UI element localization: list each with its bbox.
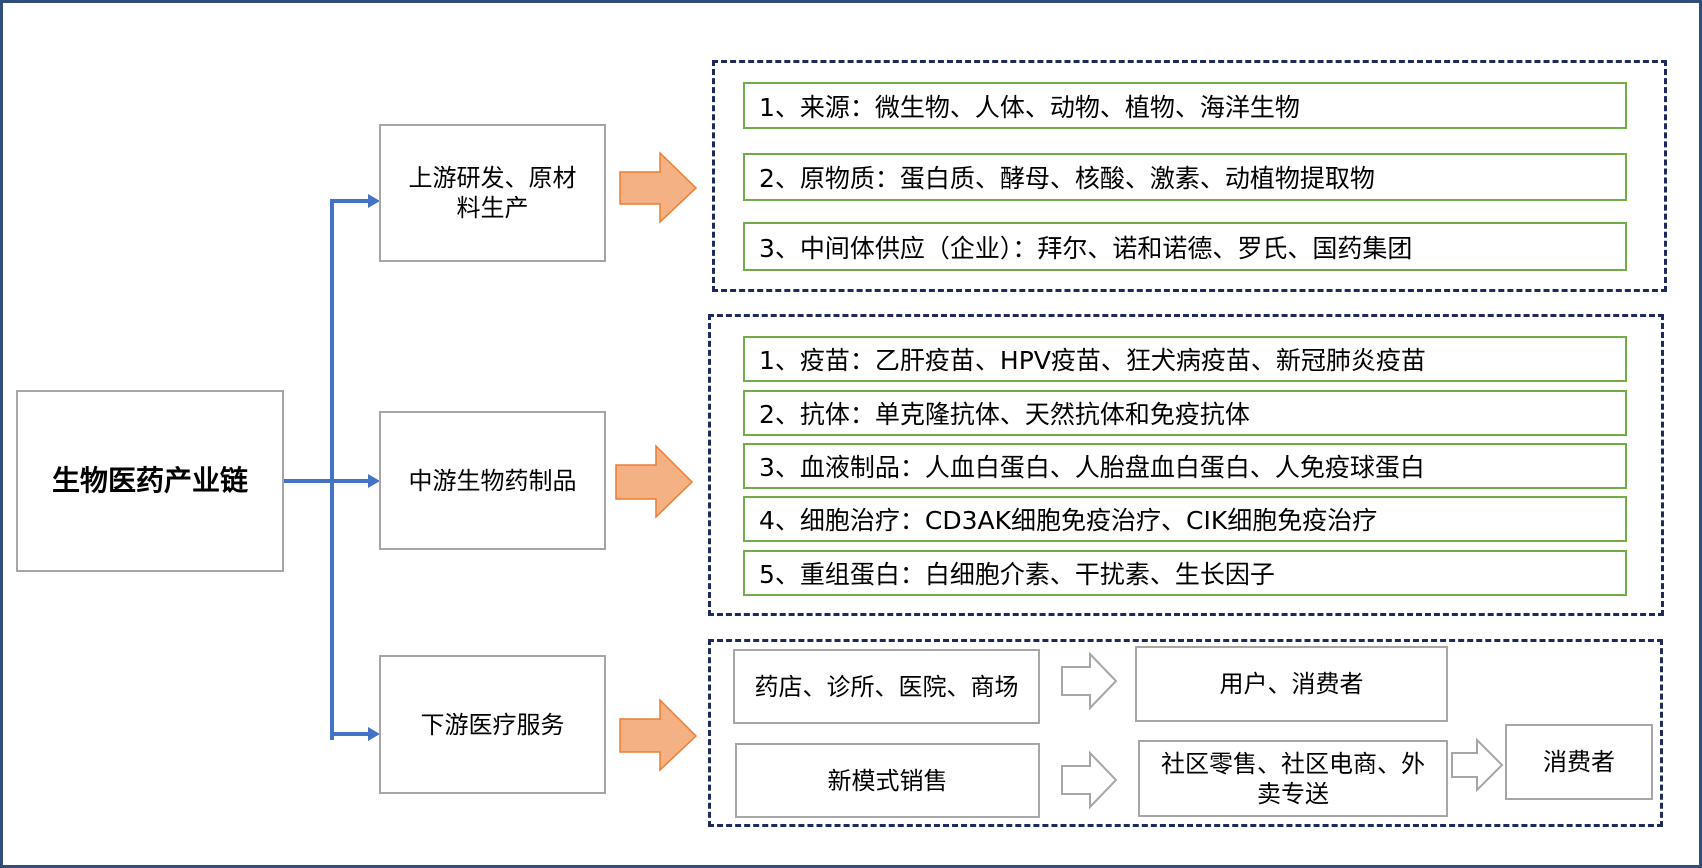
midstream-group [708, 314, 1664, 616]
midstream-item-text: 2、抗体：单克隆抗体、天然抗体和免疫抗体 [759, 400, 1250, 429]
midstream-item: 2、抗体：单克隆抗体、天然抗体和免疫抗体 [743, 390, 1627, 436]
upstream-label: 上游研发、原材料生产 [408, 164, 577, 222]
root-node: 生物医药产业链 [16, 390, 284, 572]
traditional-target-label: 用户、消费者 [1219, 670, 1364, 698]
final-consumer-box: 消费者 [1505, 724, 1653, 800]
upstream-item-text: 1、来源：微生物、人体、动物、植物、海洋生物 [759, 92, 1300, 122]
midstream-item-text: 1、疫苗：乙肝疫苗、HPV疫苗、狂犬病疫苗、新冠肺炎疫苗 [759, 346, 1426, 375]
traditional-channel-box: 药店、诊所、医院、商场 [733, 649, 1040, 724]
new-target-box: 社区零售、社区电商、外卖专送 [1138, 740, 1448, 817]
midstream-item-text: 3、血液制品：人血白蛋白、人胎盘血白蛋白、人免疫球蛋白 [759, 453, 1425, 482]
midstream-label: 中游生物药制品 [408, 466, 577, 495]
midstream-arrow-icon [615, 444, 694, 519]
midstream-node: 中游生物药制品 [379, 411, 606, 550]
upstream-item: 2、原物质：蛋白质、酵母、核酸、激素、动植物提取物 [743, 153, 1627, 201]
downstream-node: 下游医疗服务 [379, 655, 606, 794]
downstream-arrow-icon [619, 698, 698, 772]
new-target-label: 社区零售、社区电商、外卖专送 [1161, 749, 1425, 808]
upstream-node: 上游研发、原材料生产 [379, 124, 606, 262]
midstream-item-text: 5、重组蛋白：白细胞介素、干扰素、生长因子 [759, 560, 1275, 589]
traditional-target-box: 用户、消费者 [1135, 646, 1448, 722]
connector-arrowheads [368, 194, 380, 741]
new-flow-arrow-icon [1061, 750, 1118, 810]
upstream-arrow-icon [619, 151, 698, 224]
midstream-item: 3、血液制品：人血白蛋白、人胎盘血白蛋白、人免疫球蛋白 [743, 443, 1627, 489]
midstream-item: 5、重组蛋白：白细胞介素、干扰素、生长因子 [743, 550, 1627, 596]
downstream-label: 下游医疗服务 [420, 710, 565, 739]
midstream-item-text: 4、细胞治疗：CD3AK细胞免疫治疗、CIK细胞免疫治疗 [759, 506, 1378, 535]
midstream-item: 1、疫苗：乙肝疫苗、HPV疫苗、狂犬病疫苗、新冠肺炎疫苗 [743, 336, 1627, 382]
upstream-group [712, 60, 1667, 292]
tree-connector [284, 199, 372, 740]
final-consumer-label: 消费者 [1543, 748, 1615, 776]
upstream-item: 1、来源：微生物、人体、动物、植物、海洋生物 [743, 82, 1627, 129]
downstream-group [708, 639, 1663, 827]
midstream-item: 4、细胞治疗：CD3AK细胞免疫治疗、CIK细胞免疫治疗 [743, 496, 1627, 542]
new-channel-label: 新模式销售 [827, 766, 948, 795]
new-channel-box: 新模式销售 [735, 743, 1040, 818]
upstream-item: 3、中间体供应（企业）：拜尔、诺和诺德、罗氏、国药集团 [743, 222, 1627, 271]
traditional-flow-arrow-icon [1061, 651, 1118, 711]
upstream-item-text: 2、原物质：蛋白质、酵母、核酸、激素、动植物提取物 [759, 164, 1375, 193]
root-label: 生物医药产业链 [51, 464, 248, 497]
traditional-channel-label: 药店、诊所、医院、商场 [754, 672, 1019, 701]
upstream-item-text: 3、中间体供应（企业）：拜尔、诺和诺德、罗氏、国药集团 [759, 233, 1413, 263]
final-flow-arrow-icon [1451, 737, 1504, 793]
